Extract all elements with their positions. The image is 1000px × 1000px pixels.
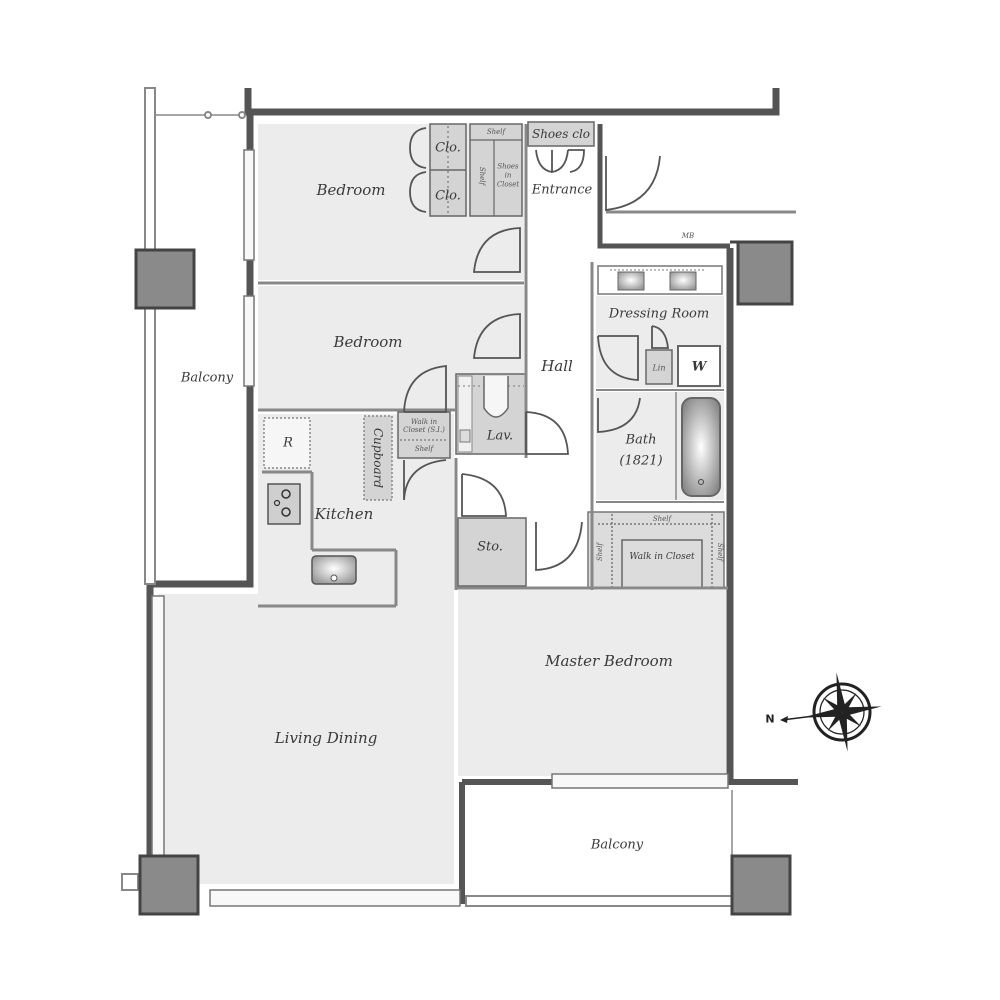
- doors: [403, 127, 669, 571]
- bath-size-label: (1821): [619, 453, 663, 469]
- room-label-entrance: Entrance: [531, 182, 593, 198]
- column: [730, 854, 792, 916]
- room-label-bedroom-1: Bedroom: [316, 181, 386, 199]
- master-bedroom-floor: [458, 590, 726, 776]
- windows: [151, 149, 729, 907]
- meter-box-label: MB: [681, 232, 695, 240]
- room-fills: [158, 124, 726, 884]
- refrigerator-label: R: [283, 435, 293, 451]
- storage-areas: [263, 121, 722, 589]
- room-label-bedroom-2: Bedroom: [333, 333, 403, 351]
- room-label-master-bedroom: Master Bedroom: [545, 652, 673, 670]
- structural-columns: [134, 240, 794, 916]
- column: [730, 240, 794, 306]
- bathtub-icon: [681, 397, 721, 497]
- walk-in-closet-master-label: Walk in Closet: [629, 552, 695, 562]
- compass-rose-icon: [780, 672, 882, 752]
- room-label-bath: Bath: [625, 432, 657, 448]
- walk-in-closet-small-shelf-label: Shelf: [414, 445, 434, 453]
- vanity-sink-icon: [617, 271, 645, 291]
- room-label-hall: Hall: [541, 357, 573, 375]
- closet-label-2: Clo.: [435, 188, 461, 204]
- balcony-railings: [121, 87, 733, 907]
- shoes-in-closet-label: Shoes in Closet: [496, 162, 520, 189]
- room-label-living-dining: Living Dining: [274, 729, 378, 747]
- wic-shelf-right-label: Shelf: [716, 542, 724, 562]
- wic-shelf-top-label: Shelf: [652, 515, 672, 523]
- walk-in-closet-small-label: Walk in Closet (S.I.): [403, 418, 445, 434]
- washer-label: W: [691, 359, 707, 375]
- room-label-kitchen: Kitchen: [314, 505, 374, 523]
- room-label-lavatory: Lav.: [486, 428, 514, 444]
- cupboard-label: Cupboard: [371, 427, 385, 489]
- room-label-dressing-room: Dressing Room: [608, 306, 710, 322]
- wic-shelf-left-label: Shelf: [596, 542, 604, 562]
- column: [138, 854, 200, 916]
- room-label-balcony-south: Balcony: [590, 837, 644, 853]
- vanity-sink-icon: [669, 271, 697, 291]
- shoes-clo-label: Shoes clo: [531, 127, 591, 141]
- linen-label: Lin: [652, 363, 666, 373]
- bath-fixtures: [610, 269, 721, 497]
- room-label-balcony-west: Balcony: [180, 370, 234, 386]
- column: [134, 248, 196, 310]
- sink-icon: [311, 555, 357, 585]
- kitchen-fixtures: [267, 483, 357, 585]
- living-dining-floor: [158, 594, 454, 884]
- closet-label-1: Clo.: [435, 140, 461, 156]
- shelf-label-top: Shelf: [486, 128, 506, 136]
- compass-north-label: N: [765, 712, 775, 726]
- shelf-label-side: Shelf: [478, 166, 486, 186]
- room-label-storage: Sto.: [477, 539, 503, 555]
